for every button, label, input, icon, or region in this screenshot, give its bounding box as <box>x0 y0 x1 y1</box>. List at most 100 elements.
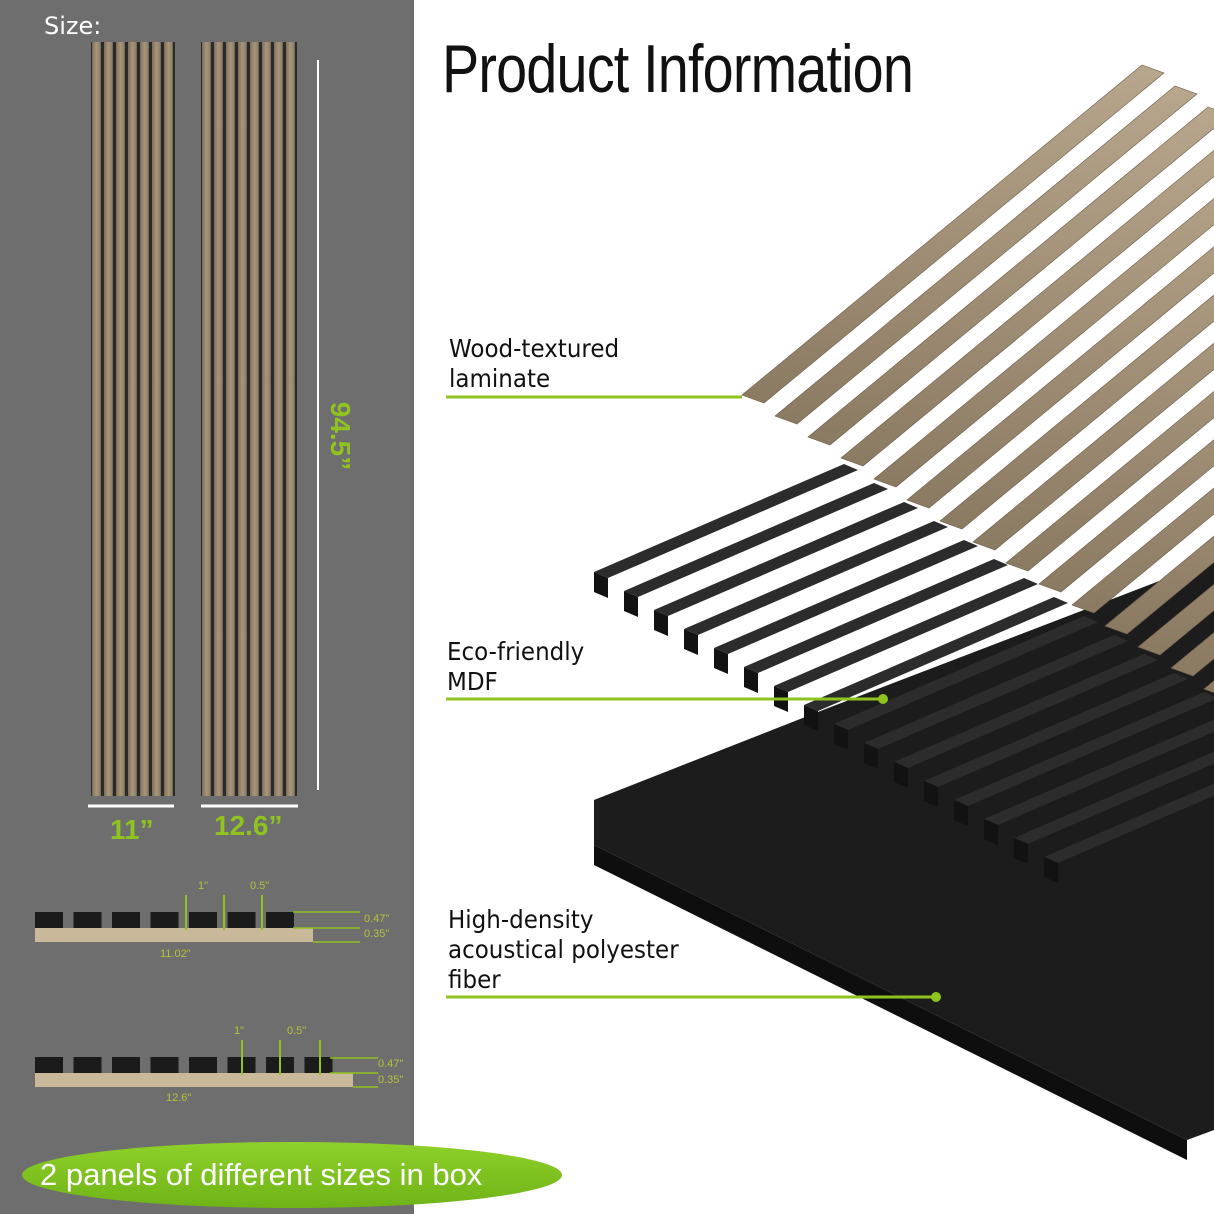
wood-slat <box>1038 439 1214 593</box>
layer-label-polyester: High-density acoustical polyester fiber <box>448 905 679 995</box>
profile-slat <box>73 1057 102 1073</box>
slat <box>164 42 173 796</box>
profile-slat <box>150 912 179 928</box>
callout-lines <box>446 395 941 1002</box>
mdf-slat-end <box>894 762 908 788</box>
layer-label-line: High-density <box>448 905 594 934</box>
slat <box>202 42 211 796</box>
mdf-slat-end <box>954 800 968 826</box>
slat <box>274 42 283 796</box>
wood-slat <box>939 294 1214 530</box>
mdf-slat-end <box>744 667 758 693</box>
layer-label-mdf: Eco-friendly MDF <box>447 637 584 697</box>
slat <box>214 42 223 796</box>
profile-b-diagram <box>35 1040 378 1088</box>
slat <box>152 42 161 796</box>
profile-a-depth-base: 0.35" <box>364 928 390 940</box>
wood-slat <box>1137 583 1214 656</box>
profile-a-slat-width: 1" <box>198 880 209 892</box>
wood-slat <box>1005 391 1214 572</box>
profile-b-total: 12.6" <box>166 1092 192 1104</box>
layer-label-line: fiber <box>448 965 501 994</box>
slat <box>286 42 295 796</box>
slat <box>128 42 137 796</box>
mdf-slat-end <box>684 629 698 655</box>
mdf-slat-end <box>624 591 638 617</box>
mdf-slat-end <box>714 648 728 674</box>
slat <box>116 42 125 796</box>
wood-slat <box>1104 535 1214 635</box>
mdf-slat-top <box>864 635 1128 749</box>
profile-slat <box>266 912 294 928</box>
mdf-slat-end <box>804 705 818 731</box>
wood-slat <box>1170 632 1214 677</box>
mdf-slat-end <box>594 572 608 598</box>
slat <box>104 42 113 796</box>
mdf-slat-top <box>834 616 1098 730</box>
profile-a-diagram <box>35 895 360 943</box>
profile-slat <box>150 1057 179 1073</box>
slat <box>250 42 259 796</box>
profile-slat <box>189 1057 217 1073</box>
wood-slat <box>906 246 1214 509</box>
panel-a-width-label: 11” <box>110 814 154 845</box>
layer-label-line: laminate <box>449 364 551 393</box>
profile-a-total: 11.02" <box>160 948 191 960</box>
mdf-slat-end <box>1044 857 1058 883</box>
mdf-slat-end <box>654 610 668 636</box>
box-contents-text: 2 panels of different sizes in box <box>40 1157 483 1192</box>
mdf-slat-top <box>894 654 1158 768</box>
wood-slat <box>807 106 1214 446</box>
polyester-fiber-layer <box>594 560 1214 1160</box>
size-label: Size: <box>44 12 102 40</box>
slat <box>92 42 101 796</box>
layer-label-line: acoustical polyester <box>448 935 679 964</box>
profile-slat <box>112 912 140 928</box>
mdf-slat-end <box>864 743 878 769</box>
height-label: 94.5” <box>325 401 356 471</box>
mdf-slat-end <box>984 819 998 845</box>
slat <box>226 42 235 796</box>
mdf-slat-top <box>714 540 978 654</box>
slat <box>262 42 271 796</box>
mdf-slat-top <box>744 559 1008 673</box>
mdf-slat-top <box>624 483 888 597</box>
profile-a-gap: 0.5" <box>250 880 270 892</box>
mdf-slat-end <box>834 724 848 750</box>
wood-slat <box>1203 680 1214 693</box>
wood-slat <box>1071 487 1214 614</box>
profile-b-depth-base: 0.35" <box>378 1074 404 1086</box>
slat <box>140 42 149 796</box>
layer-label-line: Eco-friendly <box>447 637 585 666</box>
profile-b-gap: 0.5" <box>287 1025 307 1037</box>
profile-b-slat-width: 1" <box>234 1025 245 1037</box>
mdf-slat-top <box>954 692 1214 806</box>
wood-slat <box>840 149 1214 467</box>
panel-11-in <box>91 42 175 796</box>
layer-label-line: Wood-textured <box>449 334 620 363</box>
slat <box>238 42 247 796</box>
wood-slat <box>741 64 1165 404</box>
mdf-slat-top <box>984 719 1214 825</box>
profile-slat <box>35 1057 63 1073</box>
profile-b-depth-top: 0.47" <box>378 1058 404 1070</box>
profile-slat <box>304 1057 333 1073</box>
mdf-slat-top <box>924 673 1188 787</box>
profile-slat <box>73 912 102 928</box>
box-contents-banner <box>22 1142 562 1208</box>
mdf-slat-top <box>774 578 1038 692</box>
mdf-slat-top <box>1044 783 1214 863</box>
profile-slat <box>35 912 63 928</box>
mdf-slat-end <box>1014 838 1028 864</box>
wood-slat <box>873 198 1214 488</box>
mdf-slat-top <box>1014 751 1214 844</box>
profile-slat <box>227 912 256 928</box>
layer-label-laminate: Wood-textured laminate <box>449 334 619 394</box>
panel-12-6-in <box>201 42 297 796</box>
page-title: Product Information <box>442 31 914 107</box>
wood-slat <box>972 342 1214 551</box>
mdf-slats-layer <box>594 464 1214 883</box>
profile-slat <box>112 1057 140 1073</box>
mdf-slat-top <box>804 597 1068 711</box>
